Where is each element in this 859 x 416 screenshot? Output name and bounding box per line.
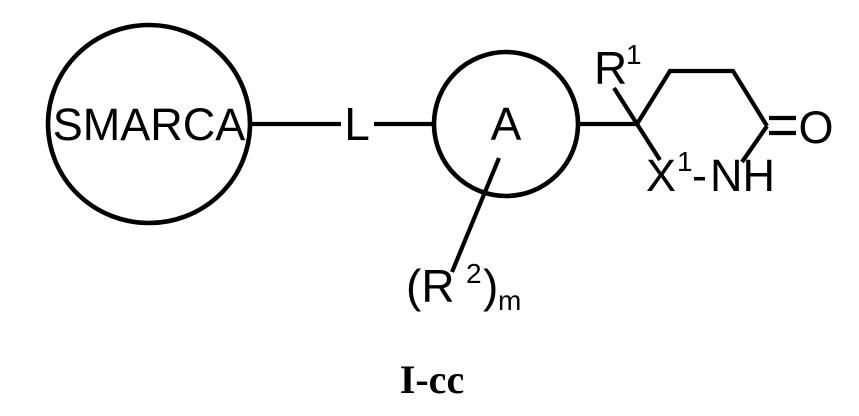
x1-base: X: [646, 150, 676, 201]
r1-substituent-label: R 1: [594, 39, 642, 94]
r2-substituent-label: (R 2 ) m: [406, 258, 521, 316]
r2-superscript: 2: [466, 258, 482, 289]
r2-close-paren: ): [483, 260, 498, 312]
r1-superscript: 1: [626, 39, 642, 70]
linker-label: L: [344, 98, 370, 150]
x1-nh-hyphen: -: [692, 150, 707, 201]
nh-label: NH: [710, 150, 775, 201]
bond-ring-a-to-r2: [450, 157, 501, 273]
x1-superscript: 1: [677, 146, 693, 177]
bond-lactam-ring-backbone: [635, 68, 769, 128]
bond-carbonyl-to-nh: [740, 124, 769, 164]
ring-a-label: A: [491, 98, 522, 150]
oxygen-label: O: [798, 102, 833, 153]
smarca-label: SMARCA: [53, 99, 246, 150]
bond-quaternary-carbon-to-r1: [612, 86, 639, 126]
figure-caption: I-cc: [400, 357, 464, 402]
x1-nh-label: X 1 - NH: [646, 146, 775, 201]
r2-subscript: m: [498, 285, 521, 316]
bond-quaternary-carbon-to-x1: [635, 122, 662, 162]
r2-open-paren: (R: [406, 260, 455, 312]
r1-base: R: [594, 42, 627, 94]
